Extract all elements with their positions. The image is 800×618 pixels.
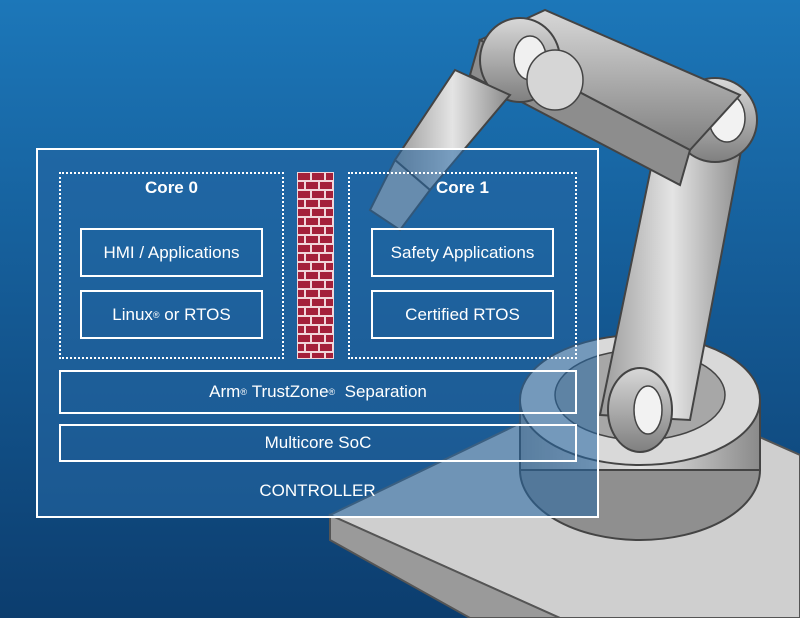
controller-label: CONTROLLER [259,481,376,500]
brick [312,245,324,252]
brick [298,182,304,189]
trustzone-separation-bar: Arm® TrustZone® Separation [59,370,577,414]
brick [312,353,324,358]
brick [312,263,324,270]
multicore-soc-bar: Multicore SoC [59,424,577,462]
brick [320,272,332,279]
brick [312,335,324,342]
brick [320,254,332,261]
brick [298,308,304,315]
brick [298,227,310,234]
brick [312,191,324,198]
brick [298,317,310,324]
brick [298,209,310,216]
brick [312,317,324,324]
core-1-title: Core 1 [436,178,489,197]
brick [326,353,333,358]
brick [298,326,304,333]
brick [326,299,333,306]
robot-gripper-joint [526,49,584,111]
brick [312,299,324,306]
brick [306,218,318,225]
brick [306,344,318,351]
brick [312,227,324,234]
brick [320,200,332,207]
linux-label: Linux [112,304,153,324]
controller-frame [36,148,599,518]
brick [298,236,304,243]
brick [298,299,310,306]
brick [320,308,332,315]
separation-label: Separation [344,382,427,401]
hmi-applications-label: HMI / Applications [103,242,240,262]
brick [326,245,333,252]
brick [326,335,333,342]
registered-mark: ® [328,387,336,397]
brick [326,209,333,216]
core-1-group [348,172,577,359]
core-0-title: Core 0 [145,178,198,197]
brick [298,191,310,198]
brick [298,344,304,351]
registered-mark: ® [240,387,247,397]
brick [320,236,332,243]
brick [298,245,310,252]
brick [306,308,318,315]
brick [306,182,318,189]
brick [326,317,333,324]
brick [298,263,310,270]
brick [326,173,333,180]
brick [298,200,304,207]
certified-rtos-label: Certified RTOS [405,304,520,324]
brick [320,182,332,189]
trustzone-label: TrustZone [251,382,329,401]
multicore-soc-label: Multicore SoC [264,433,372,452]
safety-applications-box: Safety Applications [371,228,554,277]
brick [320,218,332,225]
certified-rtos-box: Certified RTOS [371,290,554,339]
brick [312,173,324,180]
brick [298,272,304,279]
brick [306,236,318,243]
brick [306,272,318,279]
safety-applications-label: Safety Applications [390,242,535,262]
brick-wall-icon [297,172,334,359]
linux-rtos-box: Linux® or RTOS [80,290,263,339]
brick [320,344,332,351]
brick [298,290,304,297]
robot-base-plate-side [329,513,561,618]
brick [306,254,318,261]
brick [326,263,333,270]
brick [326,191,333,198]
brick [306,290,318,297]
brick [320,326,332,333]
or-rtos-label: or RTOS [164,304,231,324]
brick [298,281,310,288]
brick [326,281,333,288]
brick [312,209,324,216]
brick [298,353,310,358]
brick [298,173,310,180]
brick [298,254,304,261]
registered-mark: ® [152,309,160,320]
hmi-applications-box: HMI / Applications [80,228,263,277]
brick [298,218,304,225]
brick [312,281,324,288]
robot-shoulder-cap [633,385,663,435]
brick [326,227,333,234]
brick [298,335,310,342]
brick [320,290,332,297]
brick [306,200,318,207]
core-0-group [59,172,284,359]
arm-label: Arm [209,382,241,401]
brick [306,326,318,333]
